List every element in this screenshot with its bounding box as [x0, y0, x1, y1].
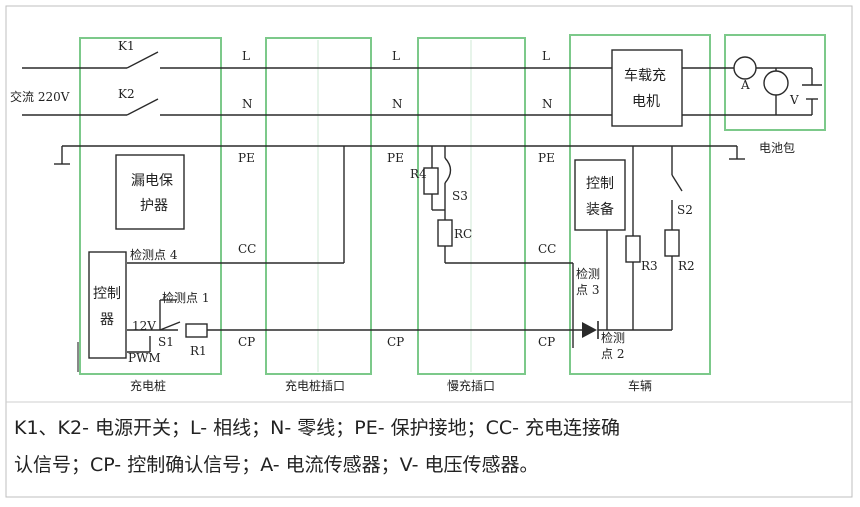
vehicle-control-device: [574, 159, 626, 231]
label-det4: 检测点 4: [130, 247, 178, 262]
label-cc-pile: CC: [238, 242, 256, 256]
label-k1: K1: [118, 39, 135, 53]
box-slow-plug: [417, 37, 526, 375]
label-cp-vehicle: CP: [538, 335, 555, 349]
box-battery: [724, 34, 826, 131]
label-n-vehicle: N: [542, 97, 553, 111]
diode: [582, 322, 597, 338]
label-r3: R3: [641, 259, 658, 273]
caption-line-1: K1、K2- 电源开关；L- 相线；N- 零线；PE- 保护接地；CC- 充电连…: [14, 417, 621, 439]
label-l-slow: L: [392, 49, 400, 63]
resistor-r2: [664, 229, 680, 257]
label-pe-pile: PE: [238, 151, 255, 165]
control-device-line2: 装备: [586, 201, 614, 218]
label-det3-line1: 检测: [576, 266, 600, 281]
resistor-r4: [423, 167, 439, 195]
label-v: V: [789, 93, 799, 107]
label-box-pile-plug: 充电桩插口: [285, 378, 345, 393]
label-l-vehicle: L: [542, 49, 550, 63]
box-charging-pile: [79, 37, 222, 375]
onboard-charger-line1: 车载充: [624, 67, 666, 84]
label-cp-pile: CP: [238, 335, 255, 349]
label-cc-vehicle: CC: [538, 242, 556, 256]
label-rc: RC: [454, 227, 472, 241]
label-pe-slow: PE: [387, 151, 404, 165]
resistor-r3: [625, 235, 641, 263]
pile-controller-line1: 控制: [93, 286, 121, 302]
label-s2: S2: [677, 203, 693, 217]
box-vehicle: [569, 34, 711, 375]
label-supply: 交流 220V: [10, 89, 70, 104]
onboard-charger: [611, 49, 683, 127]
leak-protector-line1: 漏电保: [131, 173, 173, 189]
label-box-pile: 充电桩: [130, 378, 166, 393]
control-device-line1: 控制: [586, 176, 614, 192]
label-pwm: PWM: [128, 351, 161, 365]
label-det2-line2: 点 2: [601, 347, 624, 361]
label-pe-vehicle: PE: [538, 151, 555, 165]
label-r4: R4: [410, 167, 427, 181]
label-box-vehicle: 车辆: [628, 378, 652, 393]
leak-protector: [115, 154, 185, 230]
figure-frame: [5, 5, 853, 498]
label-battery-pack: 电池包: [759, 141, 795, 155]
voltmeter-icon: [763, 70, 789, 96]
onboard-charger-line2: 电机: [632, 94, 660, 110]
label-r2: R2: [678, 259, 695, 273]
label-s3: S3: [452, 189, 468, 203]
resistor-r1: [185, 323, 208, 338]
leak-protector-line2: 护器: [140, 198, 168, 214]
label-l-pile: L: [242, 49, 250, 63]
label-k2: K2: [118, 87, 135, 101]
pile-controller-line2: 器: [100, 312, 114, 328]
label-n-pile: N: [242, 97, 253, 111]
caption-line-2: 认信号；CP- 控制确认信号；A- 电流传感器；V- 电压传感器。: [14, 454, 539, 476]
label-a: A: [740, 78, 750, 92]
figure-caption: K1、K2- 电源开关；L- 相线；N- 零线；PE- 保护接地；CC- 充电连…: [14, 410, 850, 484]
label-r1: R1: [190, 344, 207, 358]
label-n-slow: N: [392, 97, 403, 111]
label-s1: S1: [158, 335, 174, 349]
label-det2-line1: 检测: [601, 330, 625, 345]
ammeter-icon: [733, 56, 757, 80]
label-box-slow-plug: 慢充插口: [447, 378, 495, 393]
label-det1: 检测点 1: [162, 290, 209, 305]
label-12v: 12V: [132, 319, 156, 333]
pile-controller: [88, 251, 127, 359]
label-cp-slow: CP: [387, 335, 404, 349]
box-pile-plug: [265, 37, 372, 375]
resistor-rc: [437, 219, 453, 247]
label-det3-line2: 点 3: [576, 283, 599, 297]
